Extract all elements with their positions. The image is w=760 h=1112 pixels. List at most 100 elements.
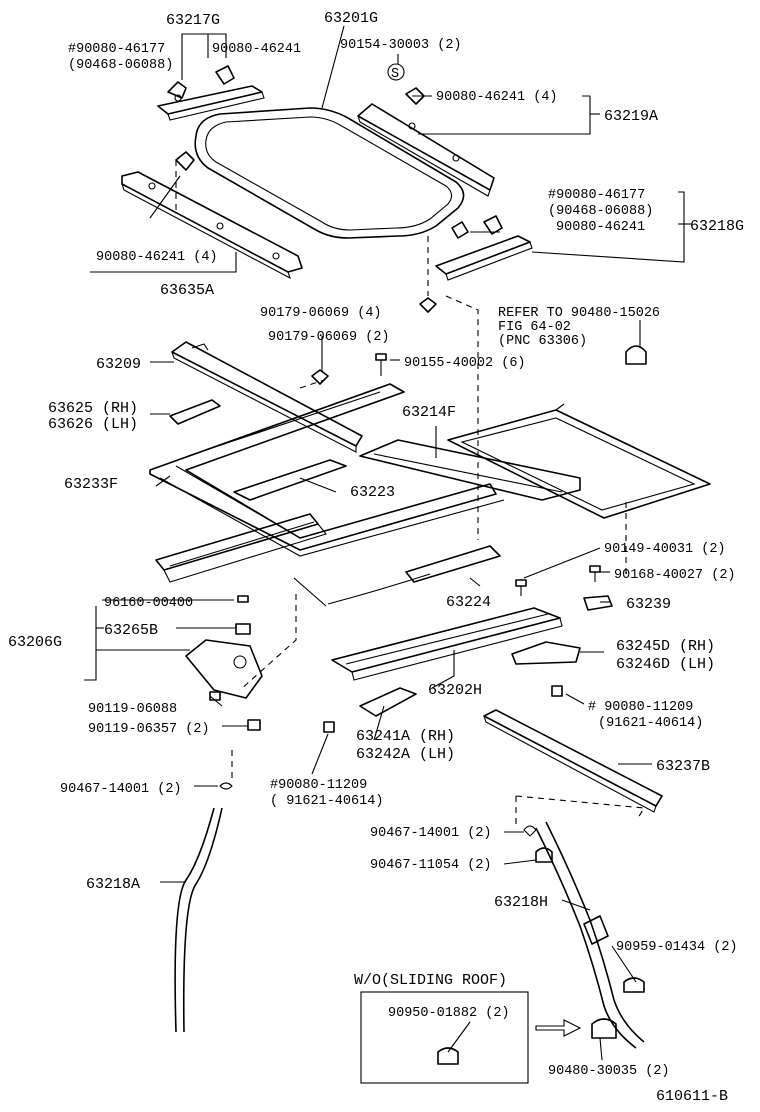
label-90950-01882: 90950-01882 (2)	[388, 1006, 510, 1021]
label-90080-46241-c: 90080-46241	[556, 220, 645, 235]
hose-63218H-edge	[535, 827, 637, 1049]
bracket-63625	[169, 399, 221, 425]
label-90480-30035: 90480-30035 (2)	[548, 1064, 670, 1079]
label-90179-06069-b: 90179-06069 (2)	[268, 330, 390, 345]
label-63214F: 63214F	[402, 404, 456, 421]
bracket-63245D	[511, 641, 581, 665]
label-90467-14001-a: 90467-14001 (2)	[60, 782, 182, 797]
label-90119-06088: 90119-06088	[88, 702, 177, 717]
label-63218G: 63218G	[690, 218, 744, 235]
clip-90179-06069-a	[419, 297, 437, 313]
label-91621-40614-b: ( 91621-40614)	[270, 794, 383, 809]
label-63245D: 63245D (RH)	[616, 638, 715, 655]
label-63206G: 63206G	[8, 634, 62, 651]
label-90119-06357: 90119-06357 (2)	[88, 722, 210, 737]
dashed-lines	[175, 160, 645, 826]
label-90080-46241-d: 90080-46241 (4)	[96, 250, 218, 265]
label-refer-2: FIG 64-02	[498, 320, 571, 335]
s-mark-circle	[387, 63, 405, 81]
screw-90149-40031	[515, 579, 527, 596]
label-63241A: 63241A (RH)	[356, 728, 455, 745]
part-63224	[405, 545, 501, 583]
frame-63233F	[149, 383, 505, 557]
label-figure-id: 610611-B	[656, 1088, 728, 1105]
label-90080-46177-b: #90080-46177	[548, 188, 645, 203]
bracket-63241A	[359, 687, 417, 717]
bracket-63217G	[157, 65, 265, 121]
wo-box	[360, 991, 529, 1084]
screw-90168-40027	[589, 565, 601, 582]
label-90080-11209-b: #90080-11209	[270, 778, 367, 793]
hose-63218A	[174, 807, 215, 1033]
screw-90155-40002	[375, 353, 387, 376]
bar-63237B	[483, 709, 663, 813]
rail-63214F	[359, 439, 581, 501]
bracket-63218G	[435, 215, 533, 281]
label-90080-46177-a: #90080-46177	[68, 42, 165, 57]
label-63223: 63223	[350, 484, 395, 501]
label-63217G: 63217G	[166, 12, 220, 29]
part-63239	[583, 595, 613, 611]
screw-90080-11209-a	[551, 685, 563, 697]
bolt-90119-06357	[247, 719, 261, 731]
label-63265B: 63265B	[104, 622, 158, 639]
label-refer-3: (PNC 63306)	[498, 334, 587, 349]
label-63625: 63625 (RH)	[48, 400, 138, 417]
label-90155-40002: 90155-40002 (6)	[404, 356, 526, 371]
label-63246D: 63246D (LH)	[616, 656, 715, 673]
label-91621-40614-a: (91621-40614)	[598, 716, 703, 731]
clip-90467-14001-b	[523, 825, 537, 837]
plug-90950-01882	[437, 1047, 459, 1065]
plug-90959-01434	[623, 977, 645, 993]
hose-63218H	[545, 821, 645, 1043]
label-96160-00400: 96160-00400	[104, 596, 193, 611]
rail-63219A	[357, 87, 495, 197]
plug-90480-30035	[591, 1018, 617, 1039]
bolt-90119-06088	[209, 691, 221, 701]
bracket-63635A	[121, 151, 303, 280]
label-wo-title: W/O(SLIDING ROOF)	[354, 972, 507, 989]
label-63202H: 63202H	[428, 682, 482, 699]
label-90149-40031: 90149-40031 (2)	[604, 542, 726, 557]
label-90080-11209-a: # 90080-11209	[588, 700, 693, 715]
arrow-icon	[535, 1019, 582, 1037]
label-63635A: 63635A	[160, 282, 214, 299]
panel-90480-15026	[447, 409, 711, 519]
hose-63218A-edge	[182, 807, 223, 1033]
label-63233F: 63233F	[64, 476, 118, 493]
label-63219A: 63219A	[604, 108, 658, 125]
labels: 63217G #90080-46177 (90468-06088) 90080-…	[8, 10, 744, 1105]
grommet-63265B	[235, 623, 251, 635]
cable	[327, 573, 431, 605]
label-90467-14001-b: 90467-14001 (2)	[370, 826, 492, 841]
sunroof-glass-63201G	[194, 107, 465, 239]
clip-90179-06069-b	[311, 369, 329, 385]
label-90080-46241-a: 90080-46241	[212, 42, 301, 57]
label-63237B: 63237B	[656, 758, 710, 775]
label-63201G: 63201G	[324, 10, 378, 27]
leader-lines	[84, 25, 692, 1061]
clip-90467-14001-a	[219, 782, 233, 790]
label-63218A: 63218A	[86, 876, 140, 893]
label-63242A: 63242A (LH)	[356, 746, 455, 763]
screw-90080-11209-b	[323, 721, 335, 733]
plug-90480-15026	[625, 345, 647, 365]
label-refer-1: REFER TO 90480-15026	[498, 306, 660, 321]
bar-63209	[171, 341, 363, 453]
rail-63202H	[331, 607, 563, 681]
label-90959-01434: 90959-01434 (2)	[616, 940, 738, 955]
label-63224: 63224	[446, 594, 491, 611]
label-90468-06088-a: (90468-06088)	[68, 58, 173, 73]
hose-clamp-63218H	[583, 915, 609, 945]
cable-end	[293, 577, 327, 607]
label-90467-11054: 90467-11054 (2)	[370, 858, 492, 873]
label-63239: 63239	[626, 596, 671, 613]
part-63223	[233, 459, 347, 501]
nut-96160-00400	[237, 595, 249, 603]
label-90168-40027: 90168-40027 (2)	[614, 568, 736, 583]
label-90468-06088-b: (90468-06088)	[548, 204, 653, 219]
label-63626: 63626 (LH)	[48, 416, 138, 433]
label-90154-30003: 90154-30003 (2)	[340, 38, 462, 53]
